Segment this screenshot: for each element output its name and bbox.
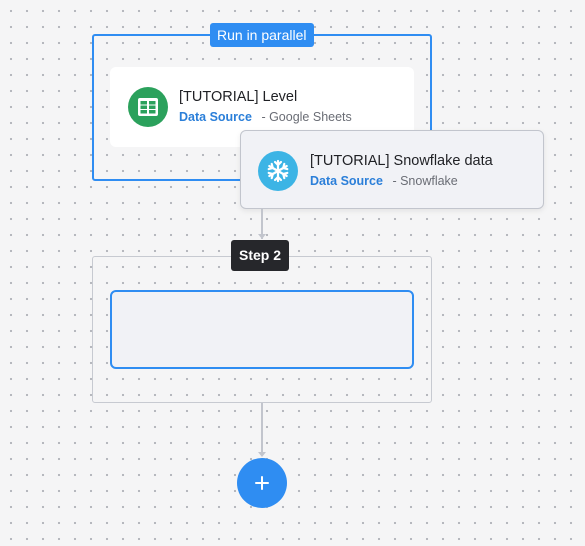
node-source-label: - Google Sheets — [261, 110, 352, 124]
connector-arrow-icon — [258, 452, 266, 457]
drop-target-placeholder[interactable] — [110, 290, 414, 369]
snowflake-icon — [258, 151, 298, 191]
node-source-label: - Snowflake — [392, 174, 458, 188]
step-2-group: Step 2 — [92, 240, 432, 403]
parallel-group-label[interactable]: Run in parallel — [210, 23, 314, 47]
plus-icon — [255, 476, 269, 490]
node-title: [TUTORIAL] Level — [179, 89, 298, 105]
connector-line — [261, 403, 263, 455]
node-title: [TUTORIAL] Snowflake data — [310, 153, 493, 169]
google-sheets-icon — [128, 87, 168, 127]
node-type-label: Data Source — [310, 174, 383, 188]
connector-arrow-icon — [258, 234, 266, 239]
add-step-button[interactable] — [237, 458, 287, 508]
node-card-snowflake[interactable]: [TUTORIAL] Snowflake data Data Source - … — [240, 130, 544, 209]
node-type-label: Data Source — [179, 110, 252, 124]
step-2-label[interactable]: Step 2 — [231, 240, 290, 271]
connector-line — [261, 209, 263, 239]
